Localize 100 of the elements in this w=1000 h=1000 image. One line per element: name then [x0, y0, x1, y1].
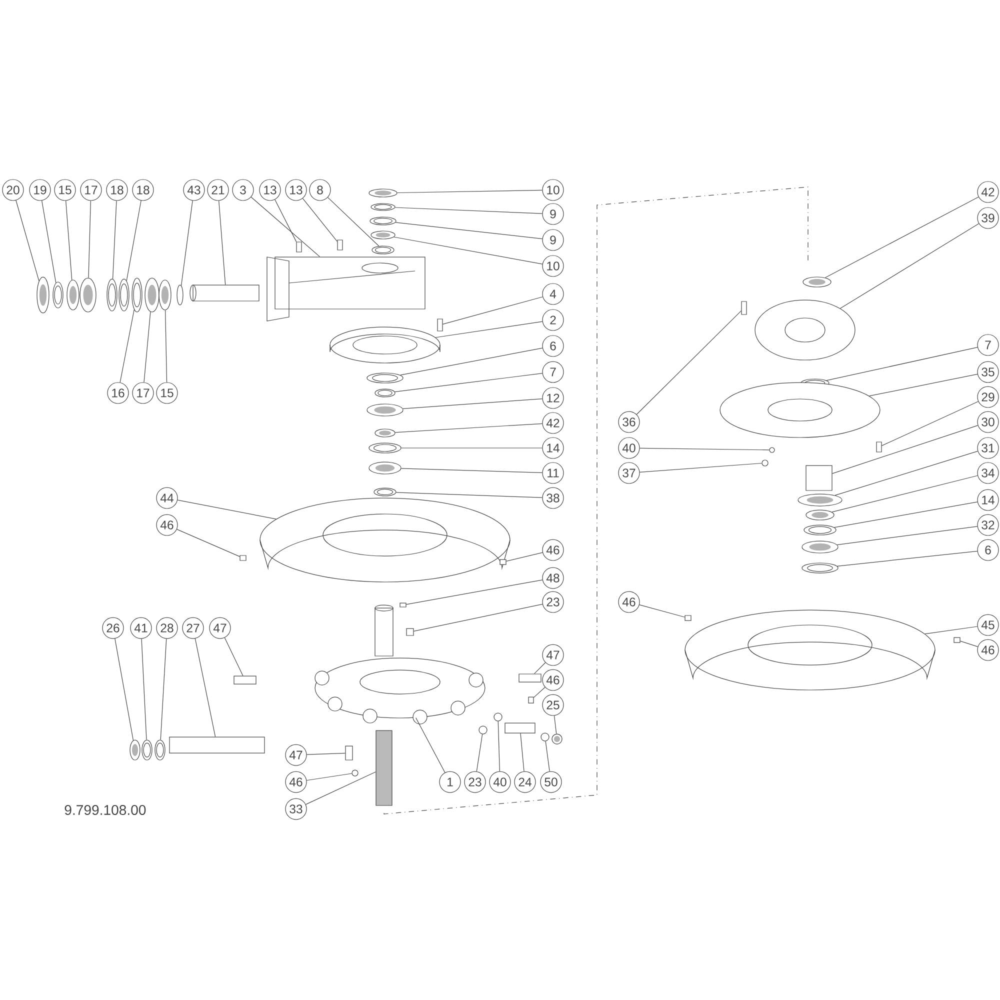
leader-line — [414, 604, 543, 632]
part-drawing — [400, 602, 406, 608]
part-drawing — [314, 658, 486, 724]
part-drawing — [190, 284, 260, 302]
leader-line — [66, 200, 72, 280]
callout-number: 6 — [977, 539, 999, 561]
callout-number: 15 — [54, 179, 76, 201]
leader-line — [554, 715, 557, 734]
part-drawing — [802, 540, 838, 554]
part-drawing — [802, 562, 838, 574]
part-drawing — [806, 465, 832, 491]
part-drawing — [500, 559, 506, 565]
leader-line — [636, 310, 742, 415]
callout-number: 13 — [285, 179, 307, 201]
part-drawing — [66, 280, 80, 310]
leader-line — [402, 398, 543, 410]
part-drawing — [374, 388, 396, 398]
leader-line — [506, 552, 543, 562]
leader-line — [224, 637, 244, 676]
callout-number: 7 — [542, 361, 564, 383]
leader-line — [395, 222, 543, 240]
part-drawing — [52, 282, 64, 308]
callout-number: 47 — [542, 644, 564, 666]
part-drawing — [118, 278, 130, 312]
leader-line — [498, 721, 500, 772]
part-drawing — [376, 730, 392, 806]
leader-line — [120, 309, 134, 383]
leader-line — [832, 425, 978, 474]
part-drawing — [954, 637, 960, 643]
leader-line — [328, 197, 380, 246]
callout-number: 12 — [542, 387, 564, 409]
callout-number: 23 — [464, 771, 486, 793]
part-drawing — [234, 676, 256, 684]
leader-line — [400, 348, 543, 376]
leader-line — [832, 475, 978, 512]
part-drawing — [437, 318, 443, 332]
part-drawing — [368, 442, 402, 454]
callout-number: 21 — [207, 179, 229, 201]
part-drawing — [154, 740, 166, 760]
leader-line — [834, 450, 978, 496]
part-drawing — [540, 732, 550, 742]
leader-line — [836, 526, 978, 546]
part-drawing — [240, 555, 246, 561]
part-drawing — [366, 404, 404, 416]
leader-line — [824, 196, 979, 278]
leader-line — [882, 401, 978, 446]
callout-number: 40 — [618, 437, 640, 459]
callout-number: 37 — [618, 462, 640, 484]
callout-number: 10 — [542, 179, 564, 201]
leader-line — [406, 580, 543, 605]
callout-number: 29 — [977, 386, 999, 408]
leader-line — [112, 200, 117, 280]
leader-line — [305, 772, 376, 805]
callout-number: 36 — [618, 411, 640, 433]
leader-line — [88, 200, 91, 278]
part-drawing — [754, 300, 856, 360]
part-drawing — [368, 188, 398, 198]
callout-number: 35 — [977, 361, 999, 383]
callout-number: 47 — [285, 744, 307, 766]
callout-number: 9 — [542, 229, 564, 251]
part-drawing — [518, 674, 542, 682]
leader-line — [869, 374, 978, 396]
leader-line — [639, 604, 686, 618]
part-drawing — [802, 276, 832, 288]
part-drawing — [406, 628, 414, 636]
callout-number: 28 — [156, 617, 178, 639]
part-drawing — [132, 278, 142, 312]
callout-number: 46 — [285, 771, 307, 793]
callout-number: 23 — [542, 591, 564, 613]
callout-number: 27 — [182, 617, 204, 639]
leader-line — [836, 550, 978, 566]
callout-number: 34 — [977, 462, 999, 484]
leader-line — [924, 626, 978, 634]
leader-line — [16, 200, 40, 282]
callout-number: 48 — [542, 567, 564, 589]
callout-number: 46 — [156, 514, 178, 536]
part-drawing — [720, 382, 880, 438]
callout-number: 14 — [977, 489, 999, 511]
leader-line — [520, 733, 524, 772]
leader-line — [826, 347, 978, 381]
callout-number: 10 — [542, 255, 564, 277]
leader-line — [194, 638, 216, 737]
callout-number: 43 — [183, 179, 205, 201]
leader-line — [144, 312, 151, 383]
part-drawing — [374, 488, 396, 496]
callout-number: 18 — [132, 179, 154, 201]
leader-line — [274, 199, 297, 242]
part-drawing — [176, 284, 184, 306]
part-drawing — [352, 770, 358, 776]
callout-number: 20 — [2, 179, 24, 201]
leader-line — [639, 462, 762, 473]
callout-number: 47 — [209, 617, 231, 639]
part-drawing — [260, 498, 510, 582]
leader-line — [165, 310, 168, 382]
callout-number: 4 — [542, 283, 564, 305]
part-drawing — [80, 278, 96, 312]
callout-number: 41 — [130, 617, 152, 639]
callout-number: 45 — [977, 614, 999, 636]
part-drawing — [370, 216, 396, 226]
callout-number: 46 — [542, 669, 564, 691]
